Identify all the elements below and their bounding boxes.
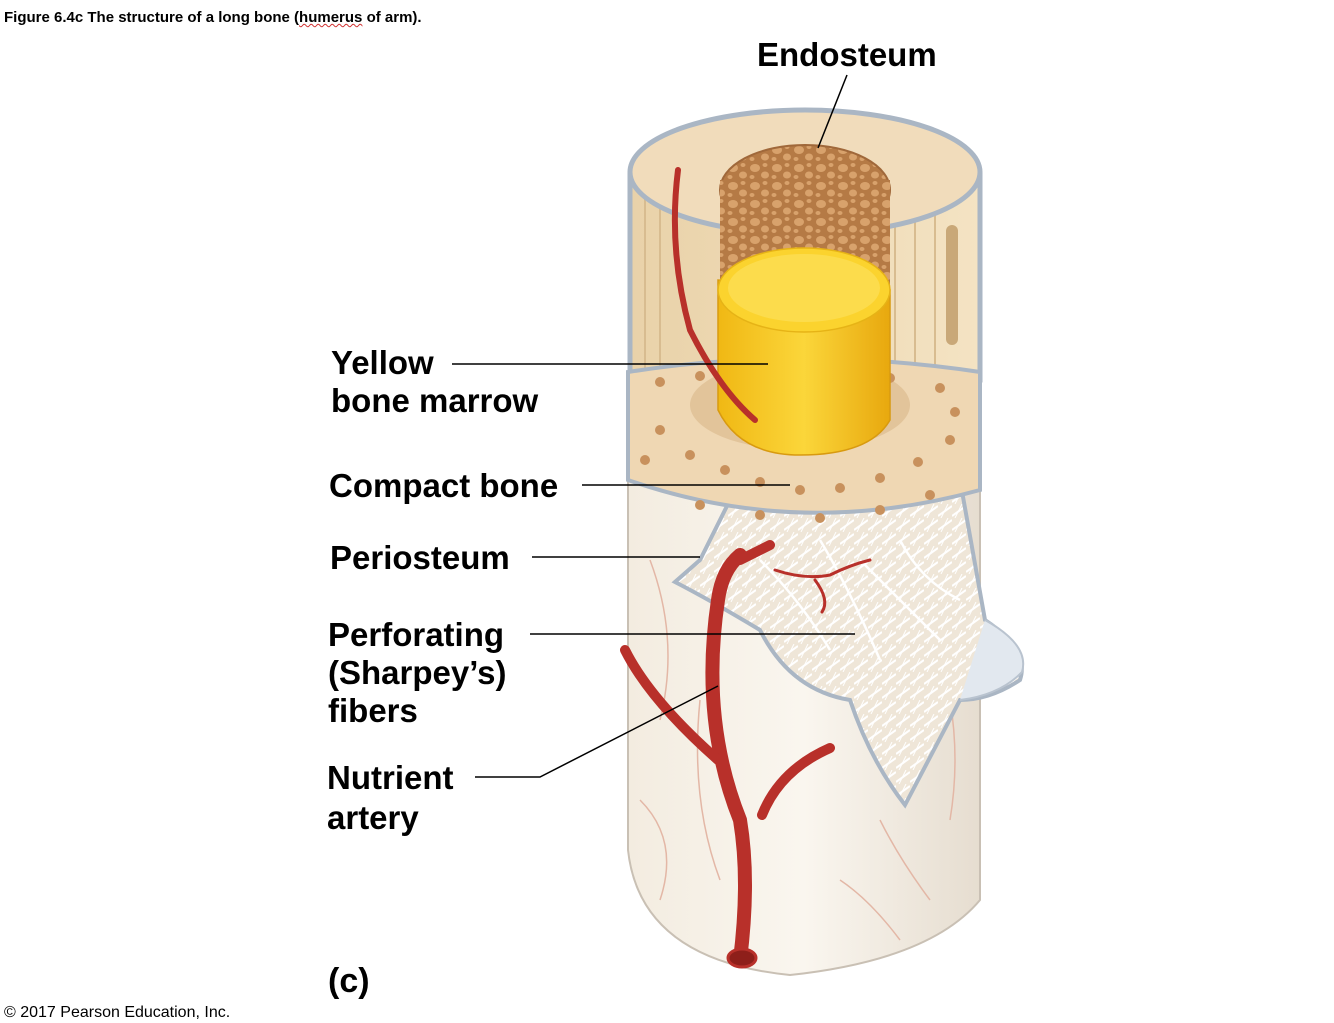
yellow-marrow-cylinder (717, 247, 891, 456)
copyright-notice: © 2017 Pearson Education, Inc. (4, 1004, 231, 1021)
label-yellow-line1: Yellow (331, 344, 434, 381)
label-periosteum: Periosteum (330, 539, 510, 576)
label-sharpey-line1: Perforating (328, 616, 505, 653)
leader-nutrient (475, 685, 719, 778)
label-nutrient-artery: Nutrient artery (327, 758, 454, 838)
panel-letter: (c) (328, 962, 370, 1000)
label-yellow-line2: bone marrow (331, 382, 539, 419)
label-nutrient-line1: Nutrient (327, 759, 454, 796)
leader-endosteum (817, 74, 848, 149)
label-compact-bone: Compact bone (329, 467, 559, 504)
label-nutrient-line2: artery (327, 799, 419, 836)
label-yellow-bone-marrow: Yellow bone marrow (331, 344, 538, 420)
vessel-in-compact-bone (671, 167, 758, 423)
label-sharpey-line3: fibers (328, 692, 418, 729)
label-sharpey-line2: (Sharpey’s) (328, 654, 507, 691)
nutrient-artery (620, 540, 872, 969)
leader-lines (452, 74, 855, 778)
label-perforating-fibers: Perforating (Sharpey’s) fibers (328, 616, 507, 730)
caption-underlined-word: humerus (299, 9, 363, 26)
figure-caption: Figure 6.4c The structure of a long bone… (4, 9, 422, 26)
label-endosteum: Endosteum (757, 36, 937, 73)
